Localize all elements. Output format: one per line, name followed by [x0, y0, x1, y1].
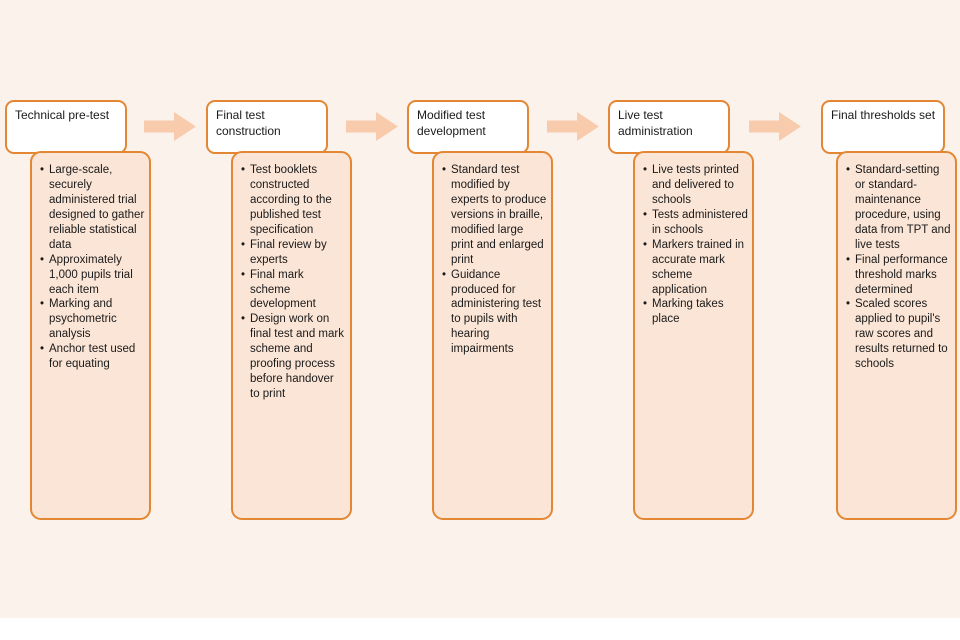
stage-body-modified-test-development: Standard test modified by experts to pro… [432, 151, 553, 520]
bullet-item: Marking takes place [641, 297, 748, 327]
bullet-item: Large-scale, securely administered trial… [38, 163, 145, 253]
stage-title: Modified test development [417, 108, 486, 138]
stage-header-final-thresholds-set: Final thresholds set [821, 100, 945, 154]
stage-title: Final test construction [216, 108, 281, 138]
bullet-item: Final review by experts [239, 238, 346, 268]
stage-body-final-thresholds-set: Standard-setting or standard-maintenance… [836, 151, 957, 520]
bullet-item: Approximately 1,000 pupils trial each it… [38, 253, 145, 298]
bullet-list: Live tests printed and delivered to scho… [641, 163, 748, 327]
bullet-list: Large-scale, securely administered trial… [38, 163, 145, 372]
stage-body-final-test-construction: Test booklets constructed according to t… [231, 151, 352, 520]
bullet-item: Final mark scheme development [239, 268, 346, 313]
bullet-item: Test booklets constructed according to t… [239, 163, 346, 238]
bullet-item: Tests administered in schools [641, 208, 748, 238]
stage-header-final-test-construction: Final test construction [206, 100, 328, 154]
stage-header-modified-test-development: Modified test development [407, 100, 529, 154]
bullet-item: Standard-setting or standard-maintenance… [844, 163, 951, 253]
bottom-whitespace [0, 618, 960, 640]
right-arrow-icon [346, 112, 398, 141]
stage-body-technical-pre-test: Large-scale, securely administered trial… [30, 151, 151, 520]
bullet-list: Standard-setting or standard-maintenance… [844, 163, 951, 372]
bullet-item: Scaled scores applied to pupil's raw sco… [844, 297, 951, 372]
stage-title: Technical pre-test [15, 108, 110, 122]
right-arrow-icon [144, 112, 196, 141]
right-arrow-icon [749, 112, 801, 141]
bullet-item: Guidance produced for administering test… [440, 268, 547, 358]
stage-header-technical-pre-test: Technical pre-test [5, 100, 127, 154]
right-arrow-icon [547, 112, 599, 141]
bullet-item: Markers trained in accurate mark scheme … [641, 238, 748, 298]
bullet-item: Standard test modified by experts to pro… [440, 163, 547, 268]
stage-header-live-test-administration: Live test administration [608, 100, 730, 154]
bullet-list: Standard test modified by experts to pro… [440, 163, 547, 357]
bullet-list: Test booklets constructed according to t… [239, 163, 346, 402]
stage-title: Live test administration [618, 108, 693, 138]
stage-title: Final thresholds set [831, 108, 936, 122]
stage-body-live-test-administration: Live tests printed and delivered to scho… [633, 151, 754, 520]
bullet-item: Live tests printed and delivered to scho… [641, 163, 748, 208]
bullet-item: Marking and psychometric analysis [38, 297, 145, 342]
bullet-item: Final performance threshold marks determ… [844, 253, 951, 298]
bullet-item: Design work on final test and mark schem… [239, 312, 346, 402]
bullet-item: Anchor test used for equating [38, 342, 145, 372]
